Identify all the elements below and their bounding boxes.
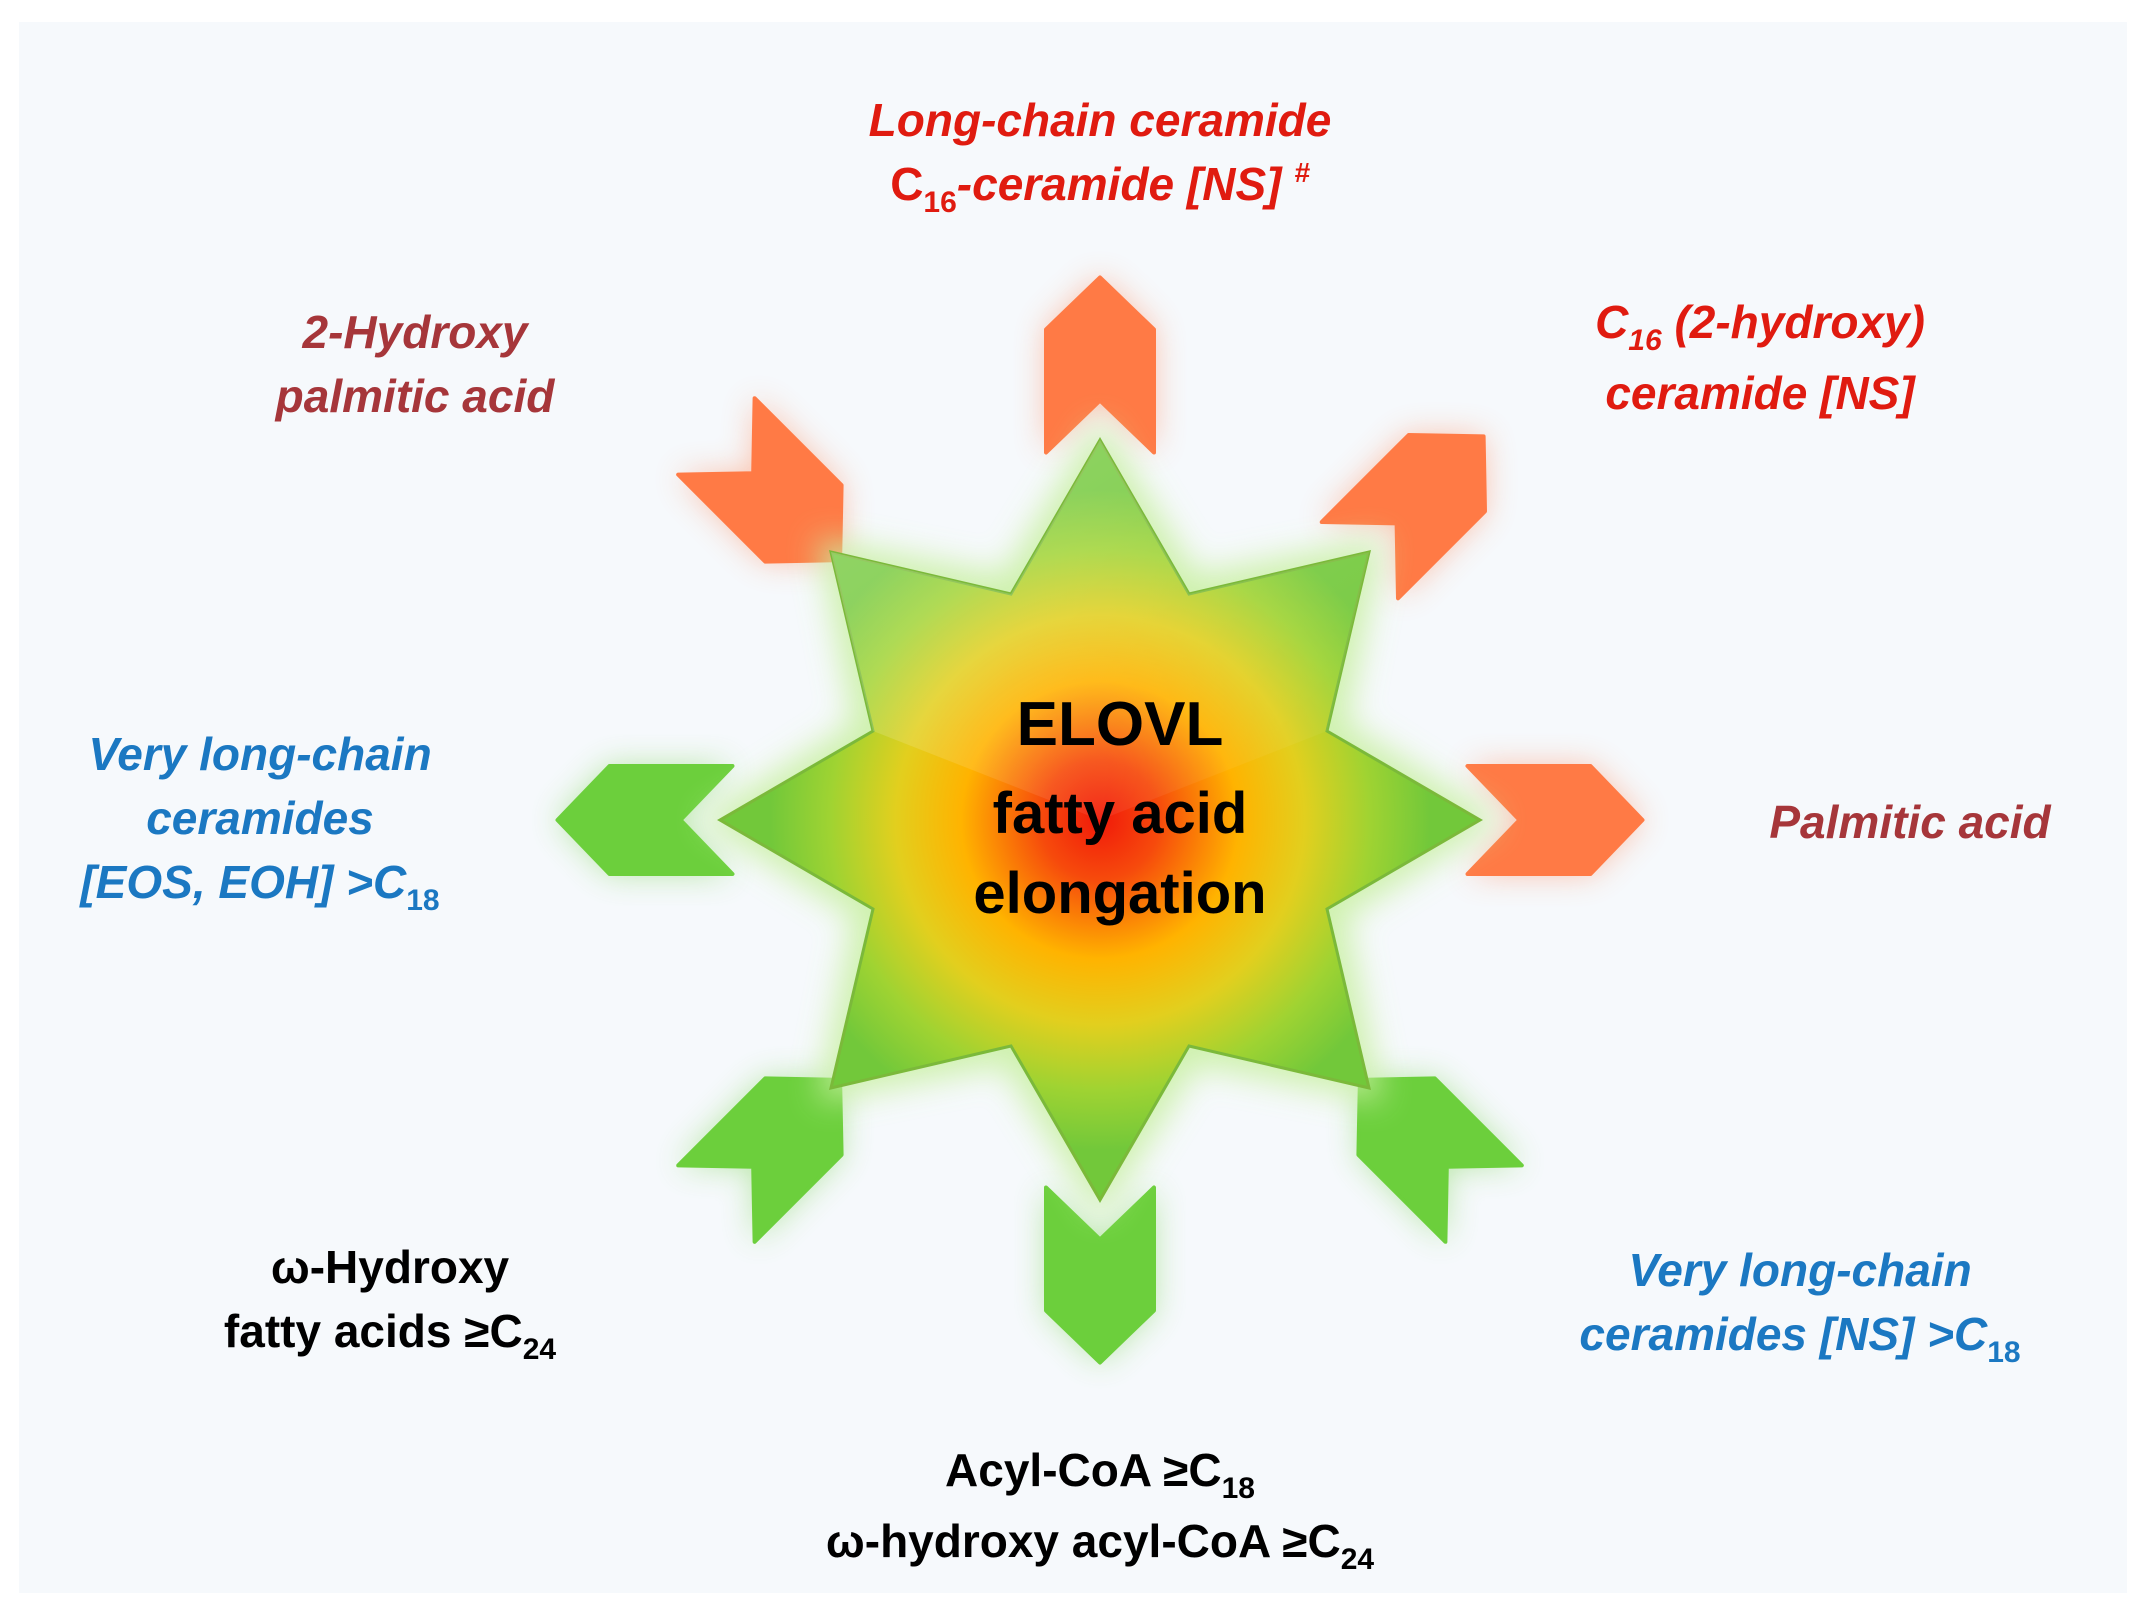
label-bottom-right-line-1: Very long-chain xyxy=(1628,1244,1972,1296)
label-bottom-line-1: Acyl-CoA ≥C18 xyxy=(945,1444,1255,1505)
arrow-right xyxy=(1465,764,1645,876)
label-top-right-line-2: ceramide [NS] xyxy=(1605,367,1915,419)
label-bottom-right: Very long-chain ceramides [NS] >C18 xyxy=(1500,1238,2100,1373)
arrow-bottom-left xyxy=(676,1076,844,1244)
label-bottom-left: ω-Hydroxy fatty acids ≥C24 xyxy=(170,1235,610,1370)
label-left: Very long-chain ceramides [EOS, EOH] >C1… xyxy=(40,722,480,921)
label-top-right: C16 (2-hydroxy) ceramide [NS] xyxy=(1520,290,2000,425)
arrow-left xyxy=(555,764,735,876)
label-top-right-line-1: C16 (2-hydroxy) xyxy=(1595,296,1925,357)
label-top: Long-chain ceramide C16-ceramide [NS] # xyxy=(780,88,1420,223)
label-bottom: Acyl-CoA ≥C18 ω-hydroxy acyl-CoA ≥C24 xyxy=(740,1438,1460,1580)
center-subtitle-line-2: elongation xyxy=(973,861,1267,926)
label-bottom-right-line-2: ceramides [NS] >C18 xyxy=(1579,1308,2021,1369)
star-highlight xyxy=(831,440,1369,820)
label-top-left-line-1: 2-Hydroxy xyxy=(302,306,528,358)
label-left-line-1: Very long-chain xyxy=(88,728,432,780)
label-top-left: 2-Hydroxy palmitic acid xyxy=(215,300,615,428)
arrow-top-left xyxy=(676,396,844,564)
center-subtitle: fatty acid elongation xyxy=(870,774,1370,934)
center-title: ELOVL xyxy=(1016,690,1224,759)
label-bottom-left-line-2: fatty acids ≥C24 xyxy=(223,1305,557,1366)
label-right-line-1: Palmitic acid xyxy=(1769,796,2051,848)
label-top-line-2: C16-ceramide [NS] # xyxy=(890,157,1310,219)
label-bottom-line-2: ω-hydroxy acyl-CoA ≥C24 xyxy=(825,1515,1375,1576)
label-top-left-line-2: palmitic acid xyxy=(275,370,555,422)
arrow-bottom-right xyxy=(1356,1076,1524,1244)
arrow-top xyxy=(1044,275,1156,455)
center-subtitle-line-1: fatty acid xyxy=(992,781,1248,846)
label-right: Palmitic acid xyxy=(1720,790,2100,854)
arrow-bottom xyxy=(1044,1185,1156,1365)
label-left-line-3: [EOS, EOH] >C18 xyxy=(80,856,440,917)
label-top-line-1: Long-chain ceramide xyxy=(868,94,1332,146)
arrows-group xyxy=(555,275,1645,1365)
center-label: ELOVL fatty acid elongation xyxy=(870,680,1370,934)
label-left-line-2: ceramides xyxy=(146,792,374,844)
arrow-top-right xyxy=(1319,433,1487,601)
label-bottom-left-line-1: ω-Hydroxy xyxy=(270,1241,510,1293)
